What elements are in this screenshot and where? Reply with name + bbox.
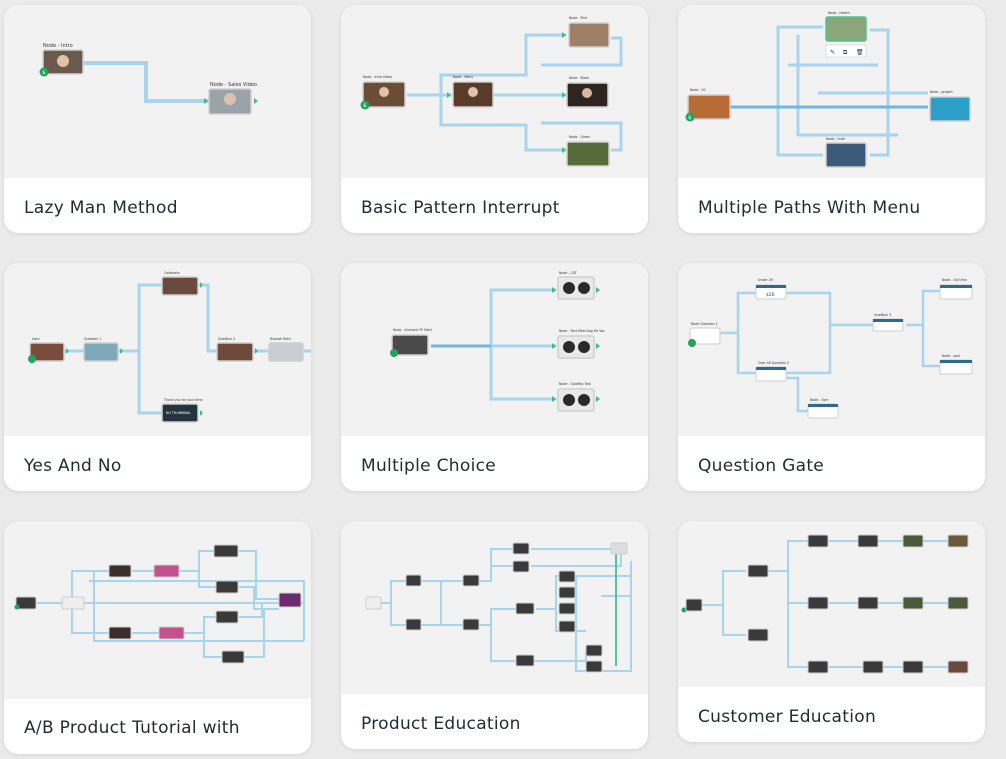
flow-diagram	[14, 544, 305, 664]
video-thumbnail	[29, 342, 65, 362]
card-title: Yes And No	[24, 456, 122, 476]
svg-text:$: $	[363, 103, 366, 109]
node-label: Node - full time	[942, 278, 967, 282]
template-card-product-education[interactable]: Product Education	[341, 521, 648, 749]
flow-diagram: Node - health ✎ ⧉ 🗑 Node - H1 $ Node - g…	[685, 11, 971, 168]
node-label: Node - growth	[930, 90, 953, 94]
node-label: Node - Intro Video	[363, 75, 392, 79]
node-label: Node - H1	[690, 88, 706, 92]
card-title: Customer Education	[698, 707, 877, 727]
node-label: Ruleset Point	[270, 337, 291, 341]
template-card-lazy-man-method[interactable]: Node - Intro $ Node - Sales Video Lazy M…	[4, 5, 311, 233]
node-label: Node - Intro	[43, 43, 73, 49]
template-card-question-gate[interactable]: Node Question 1 Under 26 $26 Over 46 Que…	[678, 263, 985, 491]
node-label: Node Question 1	[691, 322, 718, 326]
copy-icon[interactable]: ⧉	[843, 49, 848, 56]
video-thumbnail	[391, 334, 429, 356]
template-card-yes-and-no[interactable]: Intro Question 1 Celebrate Question 2 Ru…	[4, 263, 311, 491]
node-label: Node - Menu	[453, 75, 473, 79]
start-icon	[390, 349, 398, 357]
node-label: Intro	[32, 337, 39, 341]
node-label: Node - Black	[569, 76, 589, 80]
video-thumbnail	[825, 16, 867, 42]
node-label: Node - Text Mole Dog Hk Vac	[559, 329, 605, 333]
flow-diagram: Node Question 1 Under 26 $26 Over 46 Que…	[688, 278, 973, 419]
video-thumbnail	[161, 276, 199, 296]
template-card-ab-product-tutorial[interactable]: A/B Product Tutorial with	[4, 521, 311, 754]
card-title: Question Gate	[698, 456, 825, 476]
no-thumbnail-box	[161, 403, 199, 423]
flow-diagram	[681, 534, 969, 674]
video-thumbnail	[566, 141, 610, 167]
question-thumbnail	[689, 327, 721, 345]
flow-preview: Node - Intro Video $ Node - Menu Node - …	[341, 5, 648, 178]
node-label: Under 26	[758, 278, 773, 282]
node-label: Node - health	[828, 11, 850, 15]
video-thumbnail	[825, 142, 867, 168]
flow-diagram	[365, 542, 632, 673]
start-icon	[14, 604, 20, 610]
start-icon	[688, 339, 696, 347]
flow-preview	[341, 521, 648, 694]
svg-text:$: $	[688, 115, 691, 121]
node-label: Node - Pink	[569, 16, 587, 20]
video-thumbnail	[83, 342, 119, 362]
card-title: Lazy Man Method	[24, 198, 178, 218]
card-title: Product Education	[361, 714, 521, 734]
start-icon	[39, 67, 49, 77]
video-thumbnail	[929, 96, 971, 122]
node-toolbar	[825, 44, 867, 58]
node-label: Thank you for your time	[163, 398, 202, 402]
flow-diagram: Node - Intro Video $ Node - Menu Node - …	[360, 16, 623, 167]
flow-preview: Intro Question 1 Celebrate Question 2 Ru…	[4, 263, 311, 436]
video-thumbnail	[687, 94, 731, 120]
flow-diagram: Intro Question 1 Celebrate Question 2 Ru…	[28, 271, 311, 423]
node-label: Node - Interactr FE Start	[393, 328, 433, 332]
node-label: Over 46 Question 2	[758, 361, 789, 365]
video-thumbnail	[216, 342, 254, 362]
template-card-customer-education[interactable]: Customer Education	[678, 521, 985, 742]
node-label: Celebrate	[164, 271, 180, 275]
node-label: Node - Sym	[810, 398, 829, 402]
flow-preview: Node - health ✎ ⧉ 🗑 Node - H1 $ Node - g…	[678, 5, 985, 178]
start-icon	[360, 100, 370, 110]
video-thumbnail	[268, 342, 304, 362]
start-icon	[681, 607, 687, 613]
template-card-multiple-paths-with-menu[interactable]: Node - health ✎ ⧉ 🗑 Node - H1 $ Node - g…	[678, 5, 985, 233]
trash-icon[interactable]: 🗑	[856, 48, 864, 56]
node-label: Node - Goldfish Test	[559, 382, 592, 386]
flow-preview: Node Question 1 Under 26 $26 Over 46 Que…	[678, 263, 985, 436]
flow-preview	[678, 521, 985, 687]
node-label: Node - CAT	[559, 271, 577, 275]
flow-preview: Node - Interactr FE Start Node - CAT Nod…	[341, 263, 648, 436]
video-thumbnail	[568, 22, 610, 48]
no-thumbnail-text: NO THUMBNAIL	[166, 411, 191, 415]
price-badge: $26	[766, 292, 775, 298]
template-card-multiple-choice[interactable]: Node - Interactr FE Start Node - CAT Nod…	[341, 263, 648, 491]
node-label: Node - part	[942, 354, 961, 358]
card-title: Basic Pattern Interrupt	[361, 198, 560, 218]
flow-diagram: Node - Intro $ Node - Sales Video	[39, 43, 258, 115]
card-title: A/B Product Tutorial with	[24, 718, 240, 738]
start-icon	[28, 355, 36, 363]
svg-text:$: $	[42, 70, 45, 76]
flow-diagram: Node - Interactr FE Start Node - CAT Nod…	[390, 271, 605, 412]
card-title: Multiple Paths With Menu	[698, 198, 921, 218]
card-title: Multiple Choice	[361, 456, 497, 476]
node-label: Node - Green	[569, 135, 590, 139]
node-label: Question 1	[84, 337, 101, 341]
start-icon	[685, 112, 695, 122]
template-card-basic-pattern-interrupt[interactable]: Node - Intro Video $ Node - Menu Node - …	[341, 5, 648, 233]
node-label: Question 2	[218, 337, 235, 341]
edit-icon[interactable]: ✎	[830, 49, 835, 56]
node-label: Node - Sales Video	[210, 82, 257, 88]
flow-preview	[4, 521, 311, 699]
node-label: Question 3	[874, 313, 891, 317]
node-label: Node - truth	[826, 137, 845, 141]
flow-preview: Node - Intro $ Node - Sales Video	[4, 5, 311, 178]
